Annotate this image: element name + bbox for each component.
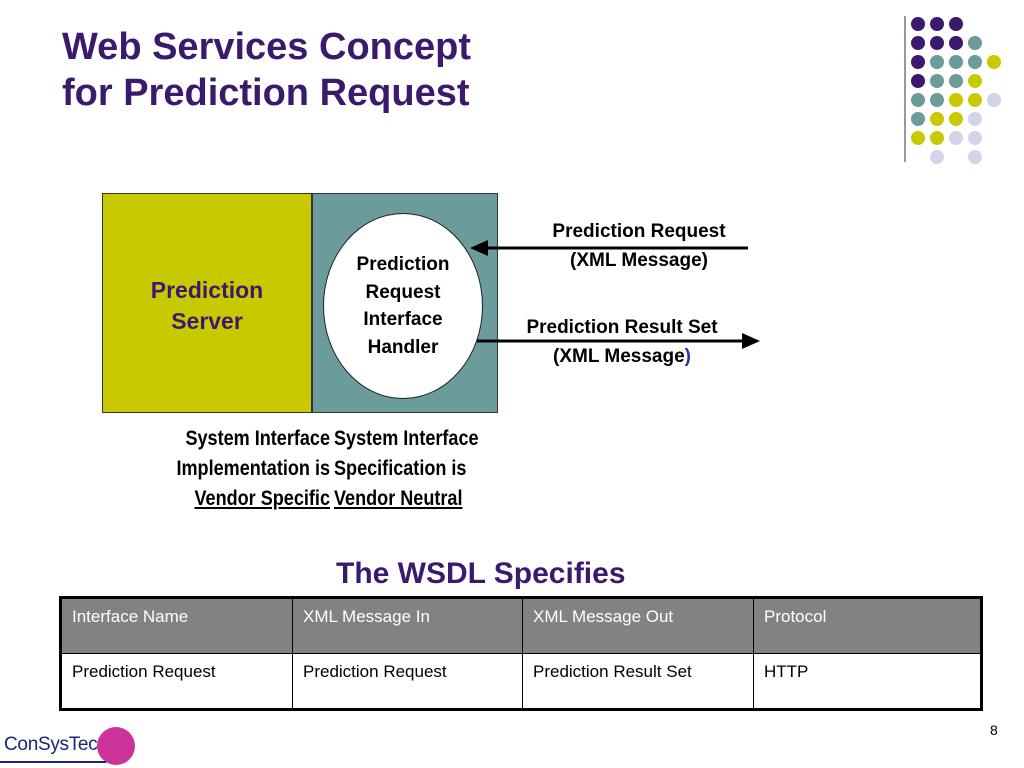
request-message-line-1: Prediction Request [552, 221, 726, 242]
consystec-logo [97, 727, 135, 765]
result-arrow-head [742, 333, 760, 349]
decorative-dot [968, 131, 982, 145]
decorative-dot [949, 112, 963, 126]
slide-title: Web Services Concept for Prediction Requ… [62, 24, 471, 116]
decorative-dot [930, 150, 944, 164]
handler-label-line-3: Interface [363, 309, 443, 330]
result-message-line-2-main: (XML Message [553, 346, 685, 367]
decorative-dot [968, 112, 982, 126]
request-message-label: Prediction Request (XML Message) [520, 217, 758, 275]
decorative-dot [911, 93, 925, 107]
decorative-dot [911, 17, 925, 31]
result-message-line-1: Prediction Result Set [526, 317, 718, 338]
decorative-dot [949, 55, 963, 69]
decorative-dot [949, 17, 963, 31]
implementation-note-line-1: System Interface [185, 427, 330, 450]
decorative-dot [911, 55, 925, 69]
prediction-server-label: Prediction Server [102, 275, 312, 337]
decorative-dot [930, 131, 944, 145]
logo-circle-icon [97, 727, 135, 765]
decorative-dot [930, 74, 944, 88]
specification-note-line-1: System Interface [334, 427, 479, 450]
cell-xml-message-in: Prediction Request [292, 653, 523, 710]
decorative-dot [911, 74, 925, 88]
specification-note: System Interface Specification is Vendor… [334, 424, 523, 514]
decorative-dot [949, 131, 963, 145]
logo-underline [0, 761, 106, 763]
result-message-close-paren: ) [684, 346, 691, 367]
decorative-dot [930, 112, 944, 126]
prediction-server-box [102, 193, 312, 413]
cell-protocol: HTTP [753, 653, 982, 710]
server-label-line-1: Prediction [150, 277, 264, 303]
wsdl-header-row: Interface Name XML Message In XML Messag… [60, 597, 982, 654]
decorative-dot [949, 74, 963, 88]
specification-note-line-2: Specification is [334, 457, 467, 480]
table-row: Prediction Request Prediction Request Pr… [60, 653, 982, 710]
decorative-dot [968, 150, 982, 164]
result-message-line-2: (XML Message) [500, 342, 744, 371]
decorative-dot [911, 36, 925, 50]
server-label-line-2: Server [171, 308, 243, 334]
decorative-dot [968, 74, 982, 88]
decorative-dot [987, 93, 1001, 107]
header-xml-message-in: XML Message In [292, 597, 523, 654]
header-protocol: Protocol [753, 597, 982, 654]
decorative-dot [968, 93, 982, 107]
title-line-2: for Prediction Request [62, 72, 470, 114]
decorative-dot [968, 36, 982, 50]
specification-note-line-3: Vendor Neutral [334, 487, 463, 510]
decorative-dot [930, 55, 944, 69]
decorative-dot [911, 112, 925, 126]
wsdl-title: The WSDL Specifies [336, 557, 626, 590]
wsdl-table: Interface Name XML Message In XML Messag… [59, 596, 983, 711]
page-number: 8 [990, 722, 998, 738]
logo-text: ConSysTec [4, 734, 98, 755]
header-interface-name: Interface Name [60, 597, 293, 654]
request-message-line-2: (XML Message) [570, 250, 708, 271]
cell-xml-message-out: Prediction Result Set [522, 653, 754, 710]
decorative-dot [911, 131, 925, 145]
handler-label-line-2: Request [365, 281, 441, 303]
decorative-dot [968, 55, 982, 69]
decorative-dot [949, 36, 963, 50]
header-xml-message-out: XML Message Out [522, 597, 754, 654]
cell-interface-name: Prediction Request [60, 653, 293, 710]
decorative-dot [930, 36, 944, 50]
implementation-note: System Interface Implementation is Vendo… [98, 424, 330, 514]
handler-label-line-1: Prediction [356, 254, 450, 275]
decorative-dot [930, 17, 944, 31]
implementation-note-line-3: Vendor Specific [194, 487, 330, 510]
decorative-dot [930, 93, 944, 107]
handler-label-line-4: Handler [367, 336, 439, 358]
implementation-note-line-2: Implementation is [176, 457, 330, 480]
decorative-dot [949, 93, 963, 107]
title-line-1: Web Services Concept [62, 26, 472, 68]
dot-grid-group [911, 17, 1001, 164]
decorative-dot [987, 55, 1001, 69]
interface-handler-ellipse: Prediction Request Interface Handler [323, 213, 483, 399]
decorative-dot-grid [904, 16, 1001, 164]
result-message-label: Prediction Result Set (XML Message) [500, 313, 744, 371]
